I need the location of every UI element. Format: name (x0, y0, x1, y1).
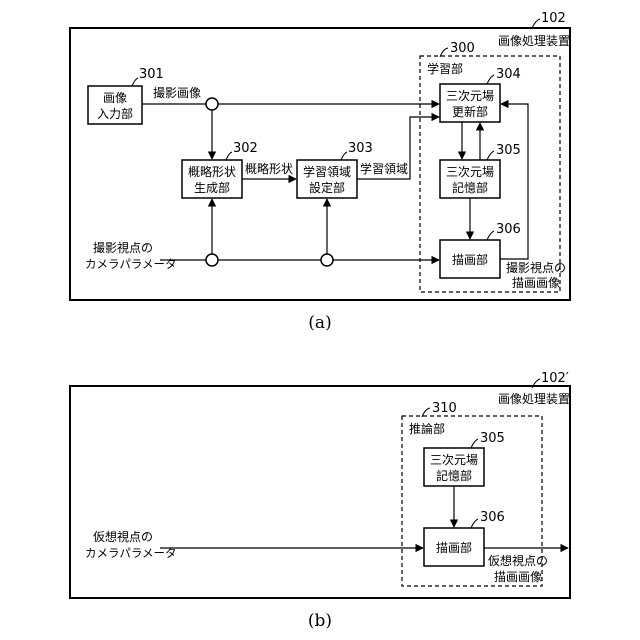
junction-captured-image (206, 98, 218, 110)
figure-b: 102′ 画像処理装置 310 推論部 三次元場 記憶部 305 描画部 306… (70, 371, 570, 631)
field-store-a-ref-leader (487, 151, 494, 160)
device-ref-b: 102′ (541, 371, 569, 386)
image-input-ref: 301 (139, 67, 164, 82)
signal-render-out-a-1: 撮影視点の (506, 260, 566, 275)
junction-cam-params-1 (206, 254, 218, 266)
signal-cam-params-b-2: カメラパラメータ (85, 546, 177, 560)
field-update-label-1: 三次元場 (446, 89, 494, 103)
signal-learning-region: 学習領域 (360, 161, 408, 176)
renderer-a-label: 描画部 (452, 252, 488, 267)
field-update-ref-leader (487, 75, 494, 84)
shape-gen-label-1: 概略形状 (188, 164, 236, 179)
field-update-ref: 304 (496, 67, 521, 82)
shape-gen-ref-leader (226, 152, 232, 160)
signal-cam-params-a-2: カメラパラメータ (85, 257, 177, 271)
region-set-label-1: 学習領域 (303, 164, 351, 179)
renderer-b-ref-leader (471, 519, 478, 528)
renderer-a-ref: 306 (496, 222, 521, 237)
device-label-a: 画像処理装置 (498, 34, 570, 48)
inference-unit-label: 推論部 (409, 421, 445, 436)
signal-rough-shape: 概略形状 (245, 161, 293, 176)
field-update-label-2: 更新部 (452, 104, 488, 119)
image-input-ref-leader (132, 78, 138, 86)
signal-render-out-b-1: 仮想視点の (488, 553, 548, 568)
device-ref-a: 102 (541, 11, 566, 26)
field-store-a-ref: 305 (496, 143, 521, 158)
field-store-b-ref-leader (471, 439, 478, 448)
region-set-label-2: 設定部 (309, 180, 345, 195)
learning-unit-label: 学習部 (427, 61, 463, 76)
field-store-b-ref: 305 (480, 431, 505, 446)
renderer-b-label: 描画部 (436, 540, 472, 555)
inference-unit-ref: 310 (432, 401, 457, 416)
renderer-b-ref: 306 (480, 510, 505, 525)
field-store-b-label-1: 三次元場 (430, 453, 478, 467)
region-set-ref-leader (341, 152, 347, 160)
caption-b: (b) (308, 611, 332, 631)
renderer-a-ref-leader (487, 231, 494, 240)
signal-render-out-b-2: 描画画像 (494, 570, 542, 584)
signal-render-out-a-2: 描画画像 (512, 276, 560, 290)
signal-cam-params-b-1: 仮想視点の (93, 529, 153, 544)
signal-cam-params-a-1: 撮影視点の (93, 240, 153, 255)
figure-a: 102 画像処理装置 300 学習部 画像 入力部 301 概略形状 生成部 3… (70, 11, 570, 333)
shape-gen-label-2: 生成部 (194, 180, 230, 195)
field-store-a-label-1: 三次元場 (446, 165, 494, 179)
caption-a: (a) (308, 313, 331, 333)
device-label-b: 画像処理装置 (498, 392, 570, 406)
device-ref-leader-a (532, 19, 540, 28)
junction-cam-params-2 (321, 254, 333, 266)
signal-captured-image: 撮影画像 (153, 86, 201, 100)
image-input-label-1: 画像 (103, 91, 127, 105)
learning-unit-ref: 300 (450, 41, 475, 56)
region-set-ref: 303 (348, 141, 373, 156)
image-input-label-2: 入力部 (97, 106, 133, 121)
field-store-b-label-2: 記憶部 (436, 468, 472, 483)
field-store-a-label-2: 記憶部 (452, 180, 488, 195)
shape-gen-ref: 302 (233, 141, 258, 156)
